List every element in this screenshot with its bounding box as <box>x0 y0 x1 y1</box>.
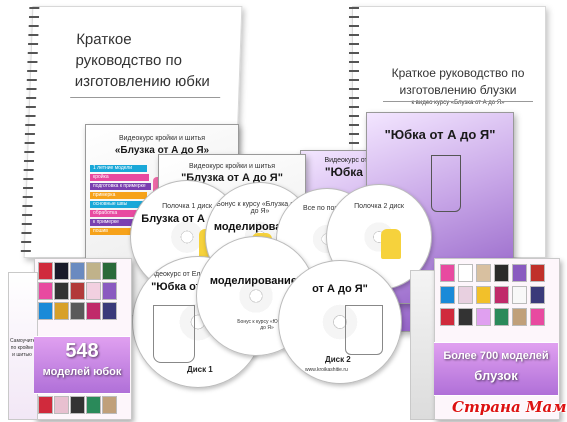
blouse-thumb <box>530 308 545 326</box>
box-blouses: Более 700 моделей блузок <box>410 256 560 422</box>
box-blouses-label-1: Более 700 моделей <box>443 350 549 362</box>
skirt-thumb <box>54 396 69 414</box>
case-blouse-top: Видеокурс кройки и шитья <box>118 135 206 142</box>
blouse-thumb <box>494 308 509 326</box>
box-blouses-banner <box>434 342 558 396</box>
skirt-thumb <box>102 302 117 320</box>
skirt-thumb <box>38 282 53 300</box>
disc-blouse-2-figure <box>379 229 403 269</box>
skirt-thumb <box>70 262 85 280</box>
booklet-blouse-title-1: Краткое руководство по <box>391 66 525 80</box>
disc-skirt-1-sketch <box>153 305 195 363</box>
case-modeling-title: "Юбка от А до Я" <box>384 127 496 142</box>
skirt-thumb <box>38 262 53 280</box>
booklet-skirt-divider <box>70 97 221 98</box>
blouse-thumb <box>440 308 455 326</box>
skirt-thumb <box>102 396 117 414</box>
stripe-2: кройка <box>90 174 149 181</box>
booklet-skirt-title-3: изготовлению юбки <box>74 73 211 90</box>
blouse-thumb <box>458 308 473 326</box>
box-skirts-label: моделей юбок <box>42 366 122 378</box>
blouse-thumb <box>476 308 491 326</box>
stripe-8: пошив <box>90 228 149 235</box>
disc-blouse-2-label: Полочка 2 диск <box>354 203 404 210</box>
disc-skirt-1-label: Видеокурс от Елены Кучеровой <box>146 271 250 278</box>
blouse-thumb <box>530 264 545 282</box>
box-skirts-count: 548 <box>65 340 99 362</box>
blouse-thumb <box>512 264 527 282</box>
skirt-thumb <box>102 282 117 300</box>
stripe-4: примерка <box>90 192 147 199</box>
box-skirts-side <box>8 272 38 420</box>
disc-skirt-1-number: Диск 1 <box>187 365 213 374</box>
blouse-thumb <box>476 264 491 282</box>
booklet-skirt-title-2: руководство по <box>75 52 183 69</box>
skirt-thumb <box>102 262 117 280</box>
disc-skirt-2-site: www.kroikashitie.ru <box>305 367 348 373</box>
booklet-blouse-subtitle: к видео курсу «Блузка от А до Я» <box>411 100 505 106</box>
skirt-thumb <box>70 396 85 414</box>
blouse-thumb <box>512 286 527 304</box>
skirt-thumb <box>86 282 101 300</box>
booklet-blouse-divider <box>383 101 533 102</box>
box-skirts: Самоучитель по кройке и шитью 548 моделе… <box>4 252 134 422</box>
skirt-thumb <box>86 262 101 280</box>
skirt-thumb <box>70 302 85 320</box>
skirt-thumb <box>54 282 69 300</box>
disc-skirt-2: от А до Я" Диск 2 www.kroikashitie.ru <box>278 260 402 384</box>
spiral-binding <box>20 7 40 257</box>
box-blouses-label-2: блузок <box>474 368 518 383</box>
case-blouse-title: «Блузка от А до Я» <box>114 145 210 156</box>
disc-modeling-title: моделирование" <box>209 275 303 287</box>
skirt-thumb <box>38 302 53 320</box>
skirt-figure <box>423 155 467 225</box>
disc-modeling-label: Бонус к курсу «Юбка от А до Я» <box>237 319 297 331</box>
blouse-thumb <box>440 264 455 282</box>
blouse-thumb <box>512 308 527 326</box>
stripe-7: к примерке <box>90 219 147 226</box>
stripe-3: подготовка к примерке <box>90 183 151 190</box>
skirt-thumb <box>38 396 53 414</box>
disc-modeling-top-label: Бонус к курсу «Блузка от А до Я» <box>216 201 304 215</box>
blouse-thumb <box>476 286 491 304</box>
skirt-thumb <box>54 262 69 280</box>
case-modeling-top: Видеокурс кройки и шитья <box>188 163 276 170</box>
case-modeling-title-2: "Блузка от А до Я" <box>181 172 283 184</box>
box-skirts-side-text: Самоучитель по кройке и шитью <box>10 338 41 358</box>
blouse-thumb <box>494 264 509 282</box>
stripe-6: обработка <box>90 210 151 217</box>
blouse-thumb <box>530 286 545 304</box>
blouse-thumb <box>440 286 455 304</box>
skirt-thumb <box>54 302 69 320</box>
booklet-blouse-title-2: изготовлению блузки <box>399 83 517 97</box>
disc-middle-label: Все по пошиву <box>303 205 351 212</box>
disc-skirt-2-title: от А до Я" <box>312 283 368 295</box>
stripe-1: 1 летние модели <box>90 165 147 172</box>
blouse-thumb <box>458 264 473 282</box>
box-skirts-banner <box>34 336 130 394</box>
blouse-thumb <box>494 286 509 304</box>
watermark: Страна Мам <box>452 398 567 416</box>
skirt-thumb <box>86 396 101 414</box>
stripe-5: основные швы <box>90 201 149 208</box>
disc-skirt-2-number: Диск 2 <box>325 355 351 364</box>
case-blouse-stripes: 1 летние модели кройка подготовка к прим… <box>90 165 151 305</box>
disc-skirt-2-sketch <box>345 305 383 355</box>
booklet-skirt-title-1: Краткое <box>75 31 132 48</box>
skirt-thumb <box>86 302 101 320</box>
blouse-thumb <box>458 286 473 304</box>
disc-blouse-1-label: Полочка 1 диск <box>162 203 212 210</box>
spiral-binding <box>349 7 359 257</box>
skirt-thumb <box>70 282 85 300</box>
